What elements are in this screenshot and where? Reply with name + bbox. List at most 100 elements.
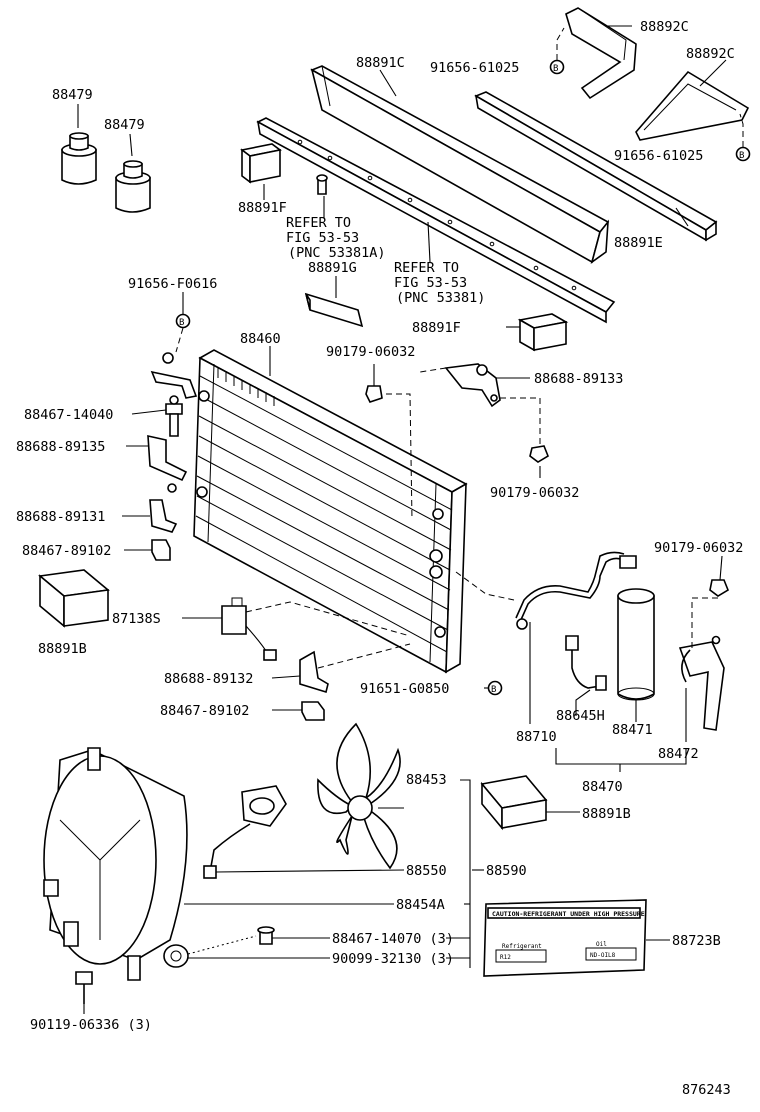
bracket-88472 (678, 635, 725, 731)
label-refer1-line2: FIG 53-53 (286, 230, 359, 246)
cushion-88467-89102-a (151, 539, 171, 561)
label-refer1-line1: REFER TO (286, 215, 351, 231)
label-88467-14070: 88467-14070 (3) (332, 931, 454, 947)
svg-text:B: B (553, 64, 558, 74)
receiver-88471 (617, 588, 655, 701)
oil-value: ND-OIL8 (590, 952, 616, 959)
label-refer1-line3: (PNC 53381A) (288, 245, 386, 261)
bolt-marker-2: B (735, 146, 751, 162)
label-refer2-line3: (PNC 53381) (396, 290, 485, 306)
shroud-88454A (43, 747, 188, 981)
label-91656-61025-b: 91656-61025 (614, 148, 703, 164)
seal-strip-holed (256, 117, 616, 324)
fan-88453 (317, 722, 401, 870)
bracket-88688-89135 (147, 434, 188, 493)
bracket-upper-left (150, 352, 198, 399)
label-88688-89133: 88688-89133 (534, 371, 623, 387)
label-88891B-b: 88891B (582, 806, 631, 822)
sensor-88467-14040 (165, 395, 183, 437)
leader-lines (77, 25, 744, 1014)
label-88472: 88472 (658, 746, 699, 762)
label-91656-61025-a: 91656-61025 (430, 60, 519, 76)
label-88891B-a: 88891B (38, 641, 87, 657)
cushion-88467-89102-b (301, 701, 325, 721)
seal-88892C-b (635, 70, 750, 141)
label-90179-06032-a: 90179-06032 (326, 344, 415, 360)
label-88891C: 88891C (356, 55, 405, 71)
nut-90179-06032-a (365, 385, 383, 403)
label-refer2-line1: REFER TO (394, 260, 459, 276)
label-88467-89102-a: 88467-89102 (22, 543, 111, 559)
seal-88479-a (61, 132, 97, 185)
label-91656-F0616: 91656-F0616 (128, 276, 217, 292)
refrigerant-caption: Refrigerant (502, 943, 542, 950)
label-88688-89135: 88688-89135 (16, 439, 105, 455)
label-88460: 88460 (240, 331, 281, 347)
caution-label-88723B: CAUTION-REFRIGERANT UNDER HIGH PRESSURE … (483, 899, 647, 977)
figure-number: 876243 (682, 1082, 731, 1098)
oil-caption: Oil (596, 941, 607, 948)
label-88892C-b: 88892C (686, 46, 735, 62)
label-88479-a: 88479 (52, 87, 93, 103)
bolt-marker-3: B (175, 313, 191, 329)
label-88891G: 88891G (308, 260, 357, 276)
pipe-88710 (515, 551, 637, 630)
bolt-marker-1: B (549, 59, 565, 75)
bolt-marker-4: B (487, 680, 503, 696)
label-88645H: 88645H (556, 708, 605, 724)
label-88891F-a: 88891F (238, 200, 287, 216)
relay-87138S (221, 597, 277, 661)
label-88892C-a: 88892C (640, 19, 689, 35)
bracket-88688-89132 (299, 650, 329, 694)
label-90119-06336: 90119-06336 (3) (30, 1017, 152, 1033)
svg-text:B: B (491, 685, 496, 695)
label-88453: 88453 (406, 772, 447, 788)
label-90179-06032-b: 90179-06032 (490, 485, 579, 501)
label-88891F-b: 88891F (412, 320, 461, 336)
refrigerant-value: R12 (500, 954, 511, 961)
label-88590: 88590 (486, 863, 527, 879)
label-refer2-line2: FIG 53-53 (394, 275, 467, 291)
label-88688-89132: 88688-89132 (164, 671, 253, 687)
seal-88891C (310, 65, 610, 264)
svg-text:B: B (739, 151, 744, 161)
motor-88590 (203, 785, 287, 879)
label-91651-G0850: 91651-G0850 (360, 681, 449, 697)
seal-88479-b (115, 160, 151, 213)
label-87138S: 87138S (112, 611, 161, 627)
svg-text:B: B (179, 318, 184, 328)
label-88471: 88471 (612, 722, 653, 738)
pad-88891G (304, 292, 364, 328)
grommet-90099-32130 (163, 944, 189, 968)
rivet-88467-14070 (257, 926, 275, 945)
nut-90179-06032-b (529, 445, 549, 463)
clip-small (316, 174, 328, 195)
seal-88891E (474, 91, 718, 242)
label-88723B: 88723B (672, 933, 721, 949)
part-number-labels: 88892C 88891C 91656-61025 88892C 88479 8… (16, 19, 743, 1098)
label-90099-32130: 90099-32130 (3) (332, 951, 454, 967)
bracket-88688-89133 (444, 363, 501, 408)
label-88467-89102-b: 88467-89102 (160, 703, 249, 719)
label-88688-89131: 88688-89131 (16, 509, 105, 525)
pressure-switch-88645H (565, 635, 607, 691)
bracket-88688-89131 (149, 499, 178, 533)
caution-header: CAUTION-REFRIGERANT UNDER HIGH PRESSURE (492, 910, 645, 918)
bolt-90119-06336 (75, 971, 93, 1004)
label-88550: 88550 (406, 863, 447, 879)
pad-88891B-a (38, 569, 110, 628)
pad-88891B-b (480, 775, 548, 831)
label-88710: 88710 (516, 729, 557, 745)
label-88454A: 88454A (396, 897, 445, 913)
label-88467-14040: 88467-14040 (24, 407, 113, 423)
label-90179-06032-c: 90179-06032 (654, 540, 743, 556)
label-88479-b: 88479 (104, 117, 145, 133)
label-88470: 88470 (582, 779, 623, 795)
nut-90179-06032-c (709, 579, 729, 597)
label-88891E: 88891E (614, 235, 663, 251)
condenser-88460 (193, 349, 468, 674)
pad-88891F-b (517, 313, 569, 352)
pad-88891F-a (240, 143, 282, 184)
seal-88892C-a (565, 7, 637, 100)
